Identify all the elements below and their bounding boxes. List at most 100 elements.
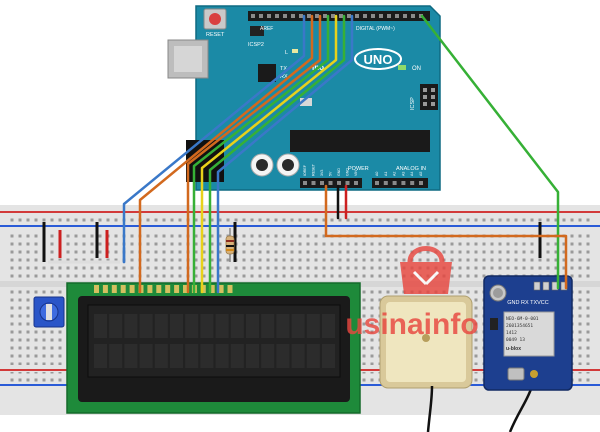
lcd-cell	[291, 314, 305, 338]
analog-pin-label: A2	[393, 172, 397, 176]
power-label: POWER	[348, 166, 369, 172]
lcd-pin	[156, 285, 162, 293]
lcd-pin	[94, 285, 99, 293]
lcd-pin	[165, 285, 171, 293]
arduino-board	[195, 5, 441, 191]
analog-pin	[401, 181, 406, 185]
lcd-cell	[94, 314, 107, 338]
lcd-pin	[147, 285, 153, 293]
analog-pin	[410, 181, 415, 185]
power-pin	[303, 181, 307, 185]
lcd-cell	[306, 344, 320, 368]
led-l-label: L	[285, 50, 288, 56]
lcd-cell	[230, 314, 244, 338]
analog-pin-label: A4	[410, 172, 414, 176]
lcd-pin	[227, 285, 233, 293]
digital-pin	[283, 14, 287, 18]
digital-pin	[395, 14, 399, 18]
power-pin	[337, 181, 341, 185]
rail-blue-top	[0, 225, 600, 227]
wire-green2-lcd	[192, 14, 330, 294]
digital-pin	[347, 14, 351, 18]
gps-chip-line1: NEO-6M-0-001	[506, 316, 539, 322]
watermark: usinainfo	[345, 246, 479, 341]
icsp2-header	[250, 26, 264, 36]
lcd-pin	[209, 285, 215, 293]
digital-pin	[339, 14, 343, 18]
lcd-cell	[139, 344, 153, 368]
lcd-cell	[215, 344, 229, 368]
digital-header-pins	[251, 14, 423, 18]
digital-pin	[379, 14, 383, 18]
rx-label: RX	[280, 74, 288, 80]
power-pin	[311, 181, 316, 185]
gps-chip-brand: u-blox	[506, 346, 521, 352]
wire-blue-lcd	[216, 14, 354, 294]
lcd-cell	[185, 344, 199, 368]
power-pin-label: GND	[337, 168, 341, 176]
gps-regulator	[490, 318, 498, 330]
reset-label: RESET	[206, 32, 225, 38]
digital-pin	[355, 14, 359, 18]
lcd-cell	[306, 314, 320, 338]
lcd-cell	[170, 314, 183, 338]
power-pin-label: GND	[346, 168, 350, 176]
lcd-pin	[174, 285, 180, 293]
gps-header-pins	[533, 281, 568, 291]
gps-pin-labels: GND RX TXVCC	[507, 300, 548, 306]
icsp-header	[420, 84, 438, 110]
digital-pin	[267, 14, 271, 18]
power-pin	[320, 181, 324, 185]
digital-pin	[275, 14, 279, 18]
lcd-cell	[94, 344, 107, 368]
lcd-cell	[200, 344, 214, 368]
lcd-cell	[322, 344, 335, 368]
wire-blue-en	[122, 14, 306, 264]
analog-pin-label: A3	[401, 172, 405, 176]
lcd-cell	[230, 344, 244, 368]
icsp-pins	[423, 88, 435, 106]
digital-pin	[307, 14, 311, 18]
analog-pin-label: A1	[384, 172, 388, 176]
lcd-cell	[246, 344, 259, 368]
power-pin-label: 3V3	[320, 170, 324, 176]
lcd-character-cells	[94, 314, 335, 368]
digital-pin	[387, 14, 391, 18]
antenna-feed-point	[422, 334, 430, 342]
lcd-pin	[129, 285, 135, 293]
led-l	[292, 49, 298, 53]
potentiometer	[33, 296, 65, 328]
watermark-logo	[400, 246, 452, 294]
lcd-cell	[109, 344, 123, 368]
digital-pin	[411, 14, 415, 18]
digital-pin	[315, 14, 319, 18]
gps-chip-line3: 1412	[506, 330, 517, 336]
icsp2-label: ICSP2	[248, 42, 264, 48]
analog-pin-label: A0	[375, 172, 379, 176]
digital-pin	[259, 14, 263, 18]
analog-pin	[375, 181, 379, 185]
tx-label: TX	[280, 66, 287, 72]
icsp-label: ICSP	[410, 97, 416, 110]
wire-green-lcd	[208, 14, 346, 294]
gps-ufl-connector	[507, 367, 525, 381]
rail-red-top	[0, 211, 600, 213]
lcd-pin	[120, 285, 126, 293]
power-pin	[345, 181, 350, 185]
lcd-cell	[246, 314, 259, 338]
uno-logo-ring	[354, 48, 402, 70]
power-pin-label: RESET	[312, 163, 316, 176]
resistor	[225, 228, 235, 262]
digital-pin	[371, 14, 375, 18]
power-pin-label: VIN	[354, 170, 358, 176]
lcd-cell	[276, 314, 290, 338]
antenna-cable-left	[426, 385, 434, 432]
lcd-cell	[261, 314, 275, 338]
lcd-pin	[102, 285, 108, 293]
lcd-cell	[154, 314, 168, 338]
digital-pin	[323, 14, 327, 18]
lcd-cell	[276, 344, 290, 368]
